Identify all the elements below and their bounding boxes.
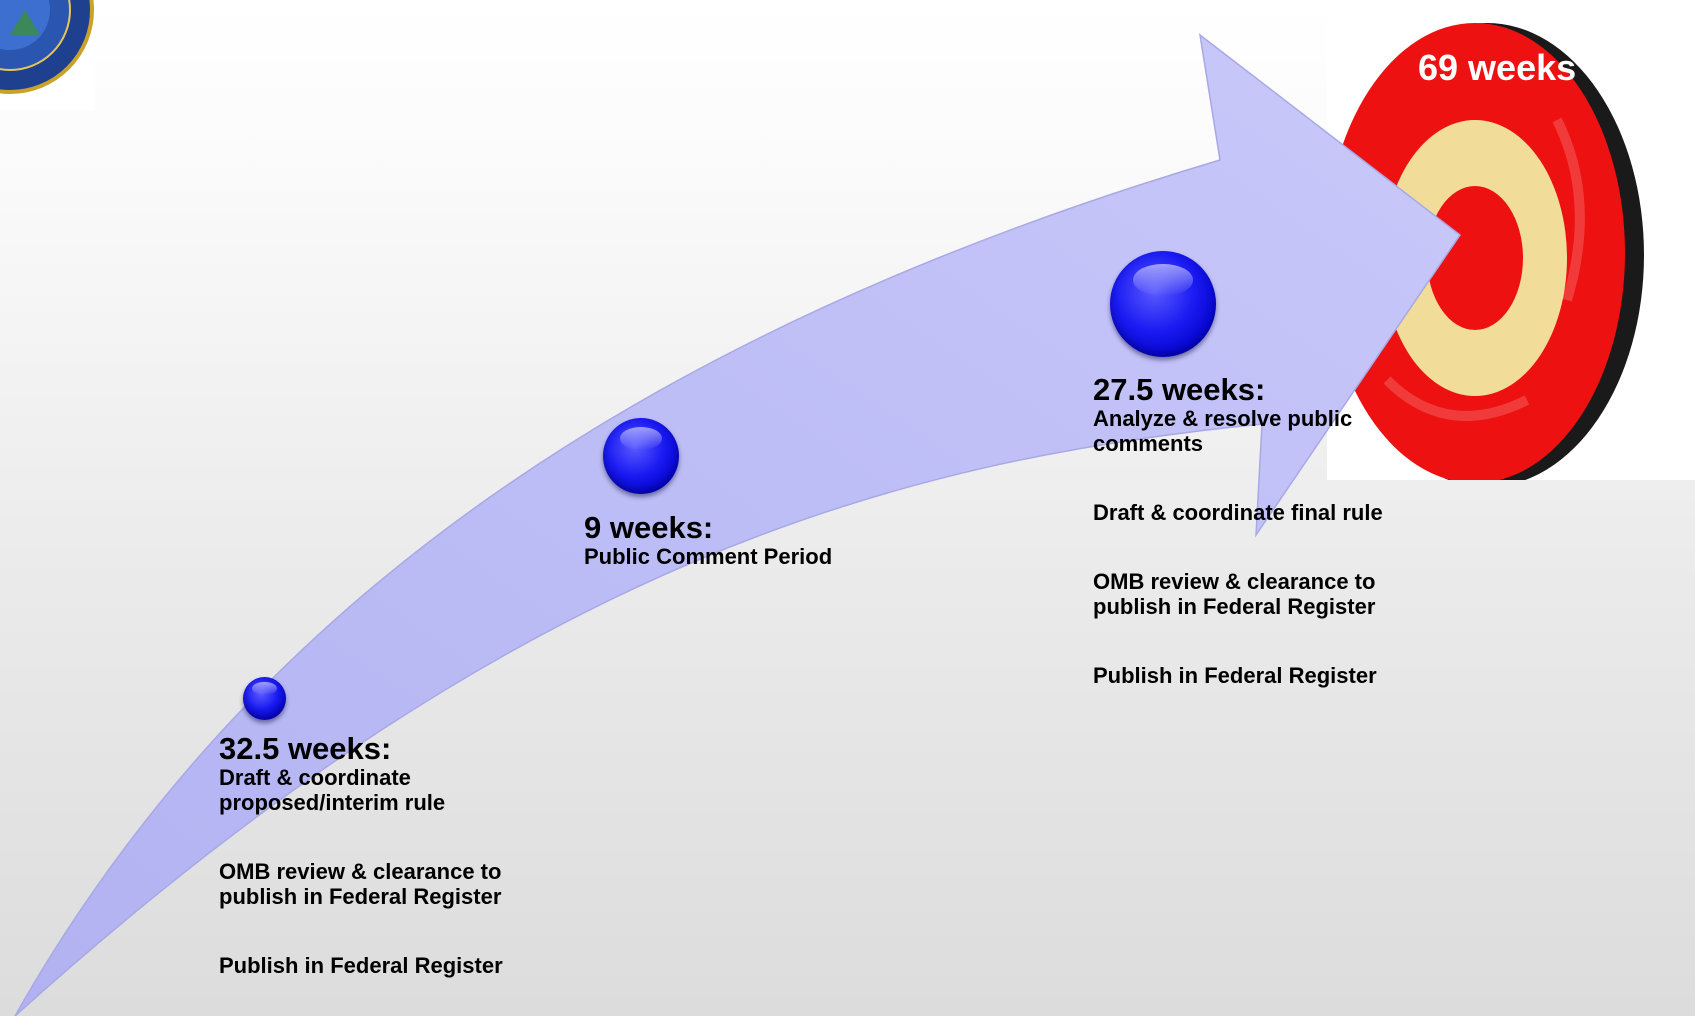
milestone-node-3 [1110, 251, 1216, 357]
stage-3-item-1: Analyze & resolve public comments [1093, 406, 1353, 456]
total-duration-label: 69 weeks [1418, 47, 1577, 88]
stage-1-weeks: 32.5 weeks: [219, 731, 392, 766]
stage-2: 9 weeks: Public Comment Period [584, 510, 904, 570]
milestone-node-1 [243, 677, 286, 720]
stage-1-item-3: Publish in Federal Register [219, 953, 503, 978]
agency-seal [0, 0, 95, 110]
milestone-node-2 [603, 418, 679, 494]
stage-3-item-4: Publish in Federal Register [1093, 663, 1377, 688]
stage-3: 27.5 weeks: Analyze & resolve public com… [1093, 372, 1433, 689]
stage-3-item-3: OMB review & clearance to publish in Fed… [1093, 569, 1376, 619]
stage-2-weeks: 9 weeks: [584, 510, 714, 545]
stage-1-item-1: Draft & coordinate proposed/interim rule [219, 765, 446, 815]
stage-2-item-1: Public Comment Period [584, 544, 833, 569]
stage-1: 32.5 weeks: Draft & coordinate proposed/… [219, 731, 559, 979]
stage-1-item-2: OMB review & clearance to publish in Fed… [219, 859, 502, 909]
stage-3-weeks: 27.5 weeks: [1093, 372, 1266, 407]
stage-3-item-2: Draft & coordinate final rule [1093, 500, 1383, 525]
